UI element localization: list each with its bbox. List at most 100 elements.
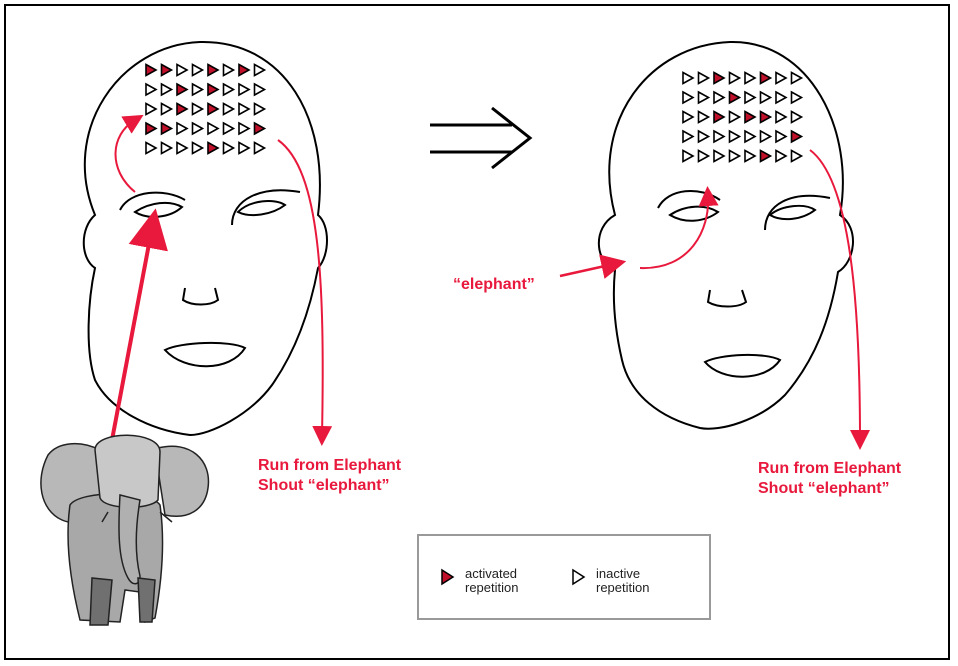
left-triangle-1-6 bbox=[239, 84, 249, 95]
left-triangle-4-6 bbox=[239, 143, 249, 154]
left-brow-left bbox=[120, 193, 185, 210]
left-repetition-grid bbox=[146, 65, 265, 154]
right-triangle-3-6 bbox=[776, 131, 786, 142]
right-triangle-2-3 bbox=[730, 112, 740, 123]
right-head bbox=[599, 42, 853, 429]
left-triangle-1-7 bbox=[255, 84, 265, 95]
left-output-arrow bbox=[278, 140, 323, 436]
left-triangle-0-0 bbox=[146, 65, 156, 76]
legend-box: activated repetition inactive repetition bbox=[418, 535, 710, 619]
right-head-outline bbox=[599, 42, 853, 429]
right-triangle-1-2 bbox=[714, 92, 724, 103]
left-triangle-3-4 bbox=[208, 123, 218, 134]
right-triangle-2-7 bbox=[792, 112, 802, 123]
left-triangle-2-6 bbox=[239, 104, 249, 115]
right-triangle-4-0 bbox=[683, 151, 693, 162]
right-triangle-3-5 bbox=[761, 131, 771, 142]
right-triangle-1-0 bbox=[683, 92, 693, 103]
right-triangle-3-7 bbox=[792, 131, 802, 142]
right-triangle-0-0 bbox=[683, 73, 693, 84]
right-triangle-3-0 bbox=[683, 131, 693, 142]
left-triangle-0-6 bbox=[239, 65, 249, 76]
left-triangle-2-3 bbox=[193, 104, 203, 115]
elephant-right-ear bbox=[158, 446, 208, 516]
left-vision-arrow bbox=[112, 228, 152, 440]
left-triangle-4-3 bbox=[193, 143, 203, 154]
right-triangle-2-0 bbox=[683, 112, 693, 123]
right-eye-right bbox=[770, 206, 815, 219]
right-repetition-grid bbox=[683, 73, 802, 162]
right-triangle-0-3 bbox=[730, 73, 740, 84]
right-triangle-0-5 bbox=[761, 73, 771, 84]
left-triangle-2-5 bbox=[224, 104, 234, 115]
left-triangle-4-1 bbox=[162, 143, 172, 154]
left-triangle-0-1 bbox=[162, 65, 172, 76]
right-triangle-4-4 bbox=[745, 151, 755, 162]
left-triangle-4-4 bbox=[208, 143, 218, 154]
right-triangle-1-3 bbox=[730, 92, 740, 103]
right-triangle-2-1 bbox=[699, 112, 709, 123]
left-triangle-4-2 bbox=[177, 143, 187, 154]
left-triangle-1-5 bbox=[224, 84, 234, 95]
right-triangle-3-4 bbox=[745, 131, 755, 142]
right-triangle-3-2 bbox=[714, 131, 724, 142]
right-triangle-0-1 bbox=[699, 73, 709, 84]
left-triangle-3-3 bbox=[193, 123, 203, 134]
right-triangle-0-2 bbox=[714, 73, 724, 84]
legend-activated-line2: repetition bbox=[465, 580, 518, 595]
left-triangle-1-2 bbox=[177, 84, 187, 95]
right-triangle-1-5 bbox=[761, 92, 771, 103]
left-loop-arrow bbox=[115, 120, 135, 192]
left-triangle-4-0 bbox=[146, 143, 156, 154]
legend-inactive-line1: inactive bbox=[596, 566, 640, 581]
right-triangle-4-6 bbox=[776, 151, 786, 162]
transition-arrow-icon bbox=[430, 108, 530, 168]
right-triangle-1-6 bbox=[776, 92, 786, 103]
left-triangle-3-7 bbox=[255, 123, 265, 134]
right-mouth bbox=[705, 355, 780, 377]
left-triangle-4-7 bbox=[255, 143, 265, 154]
right-label-line1: Run from Elephant bbox=[758, 460, 902, 477]
right-triangle-1-4 bbox=[745, 92, 755, 103]
right-triangle-2-4 bbox=[745, 112, 755, 123]
right-triangle-4-1 bbox=[699, 151, 709, 162]
right-triangle-4-5 bbox=[761, 151, 771, 162]
right-triangle-0-6 bbox=[776, 73, 786, 84]
right-nose bbox=[708, 290, 746, 307]
left-triangle-1-0 bbox=[146, 84, 156, 95]
left-triangle-0-7 bbox=[255, 65, 265, 76]
left-triangle-3-0 bbox=[146, 123, 156, 134]
right-eye-left bbox=[670, 207, 718, 221]
left-triangle-2-4 bbox=[208, 104, 218, 115]
left-triangle-0-2 bbox=[177, 65, 187, 76]
right-triangle-2-2 bbox=[714, 112, 724, 123]
left-head-outline bbox=[84, 42, 327, 435]
right-triangle-3-3 bbox=[730, 131, 740, 142]
right-triangle-1-7 bbox=[792, 92, 802, 103]
right-ear-arrow bbox=[560, 264, 614, 276]
right-output-arrow bbox=[810, 150, 860, 440]
left-triangle-1-4 bbox=[208, 84, 218, 95]
left-triangle-3-5 bbox=[224, 123, 234, 134]
right-triangle-2-5 bbox=[761, 112, 771, 123]
right-triangle-2-6 bbox=[776, 112, 786, 123]
elephant-back-leg bbox=[138, 578, 155, 622]
left-nose bbox=[183, 288, 218, 305]
legend-inactive-line2: repetition bbox=[596, 580, 649, 595]
left-triangle-3-1 bbox=[162, 123, 172, 134]
elephant-illustration bbox=[41, 435, 209, 625]
right-brow-left bbox=[658, 191, 720, 208]
left-label-line1: Run from Elephant bbox=[258, 457, 402, 474]
left-triangle-3-6 bbox=[239, 123, 249, 134]
right-triangle-0-4 bbox=[745, 73, 755, 84]
left-eye-left bbox=[135, 203, 182, 217]
left-triangle-0-3 bbox=[193, 65, 203, 76]
right-input-label: “elephant” bbox=[453, 276, 535, 293]
left-triangle-0-5 bbox=[224, 65, 234, 76]
left-triangle-1-1 bbox=[162, 84, 172, 95]
right-triangle-4-7 bbox=[792, 151, 802, 162]
left-triangle-4-5 bbox=[224, 143, 234, 154]
left-triangle-3-2 bbox=[177, 123, 187, 134]
right-triangle-1-1 bbox=[699, 92, 709, 103]
